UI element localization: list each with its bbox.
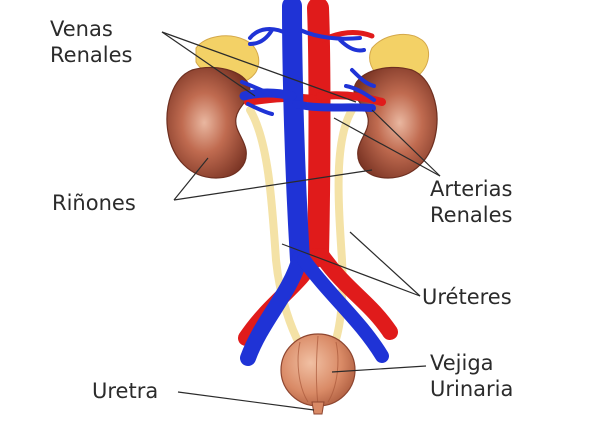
aorta <box>307 0 331 267</box>
label-venas-line2: Renales <box>50 43 132 67</box>
label-arterias-line1: Arterias <box>430 177 512 201</box>
urinary-bladder <box>280 333 356 407</box>
label-arterias-line2: Renales <box>430 203 512 227</box>
label-vejiga-line2: Urinaria <box>430 377 513 401</box>
left-iliac-vein <box>240 250 308 366</box>
right-ureter <box>330 106 356 349</box>
right-iliac-artery <box>314 248 398 340</box>
label-ureteres: Uréteres <box>422 285 512 309</box>
left-kidney-vessels <box>240 80 274 116</box>
label-uretra: Uretra <box>92 379 158 403</box>
upper-right-vein-branch <box>298 28 366 53</box>
label-vejiga-line1: Vejiga <box>430 351 494 375</box>
left-ureter <box>246 106 304 349</box>
right-renal-artery <box>316 91 386 106</box>
label-rinones: Riñones <box>52 191 136 215</box>
right-kidney-vessels <box>344 68 376 102</box>
urethra <box>311 401 325 415</box>
bladder-texture <box>297 335 339 407</box>
leader-lines <box>161 31 441 411</box>
vena-cava <box>282 0 310 270</box>
upper-left-vein-branch <box>248 27 290 46</box>
right-renal-vein <box>292 100 376 112</box>
label-venas-line1: Venas <box>50 17 113 41</box>
right-iliac-vein <box>297 253 389 363</box>
